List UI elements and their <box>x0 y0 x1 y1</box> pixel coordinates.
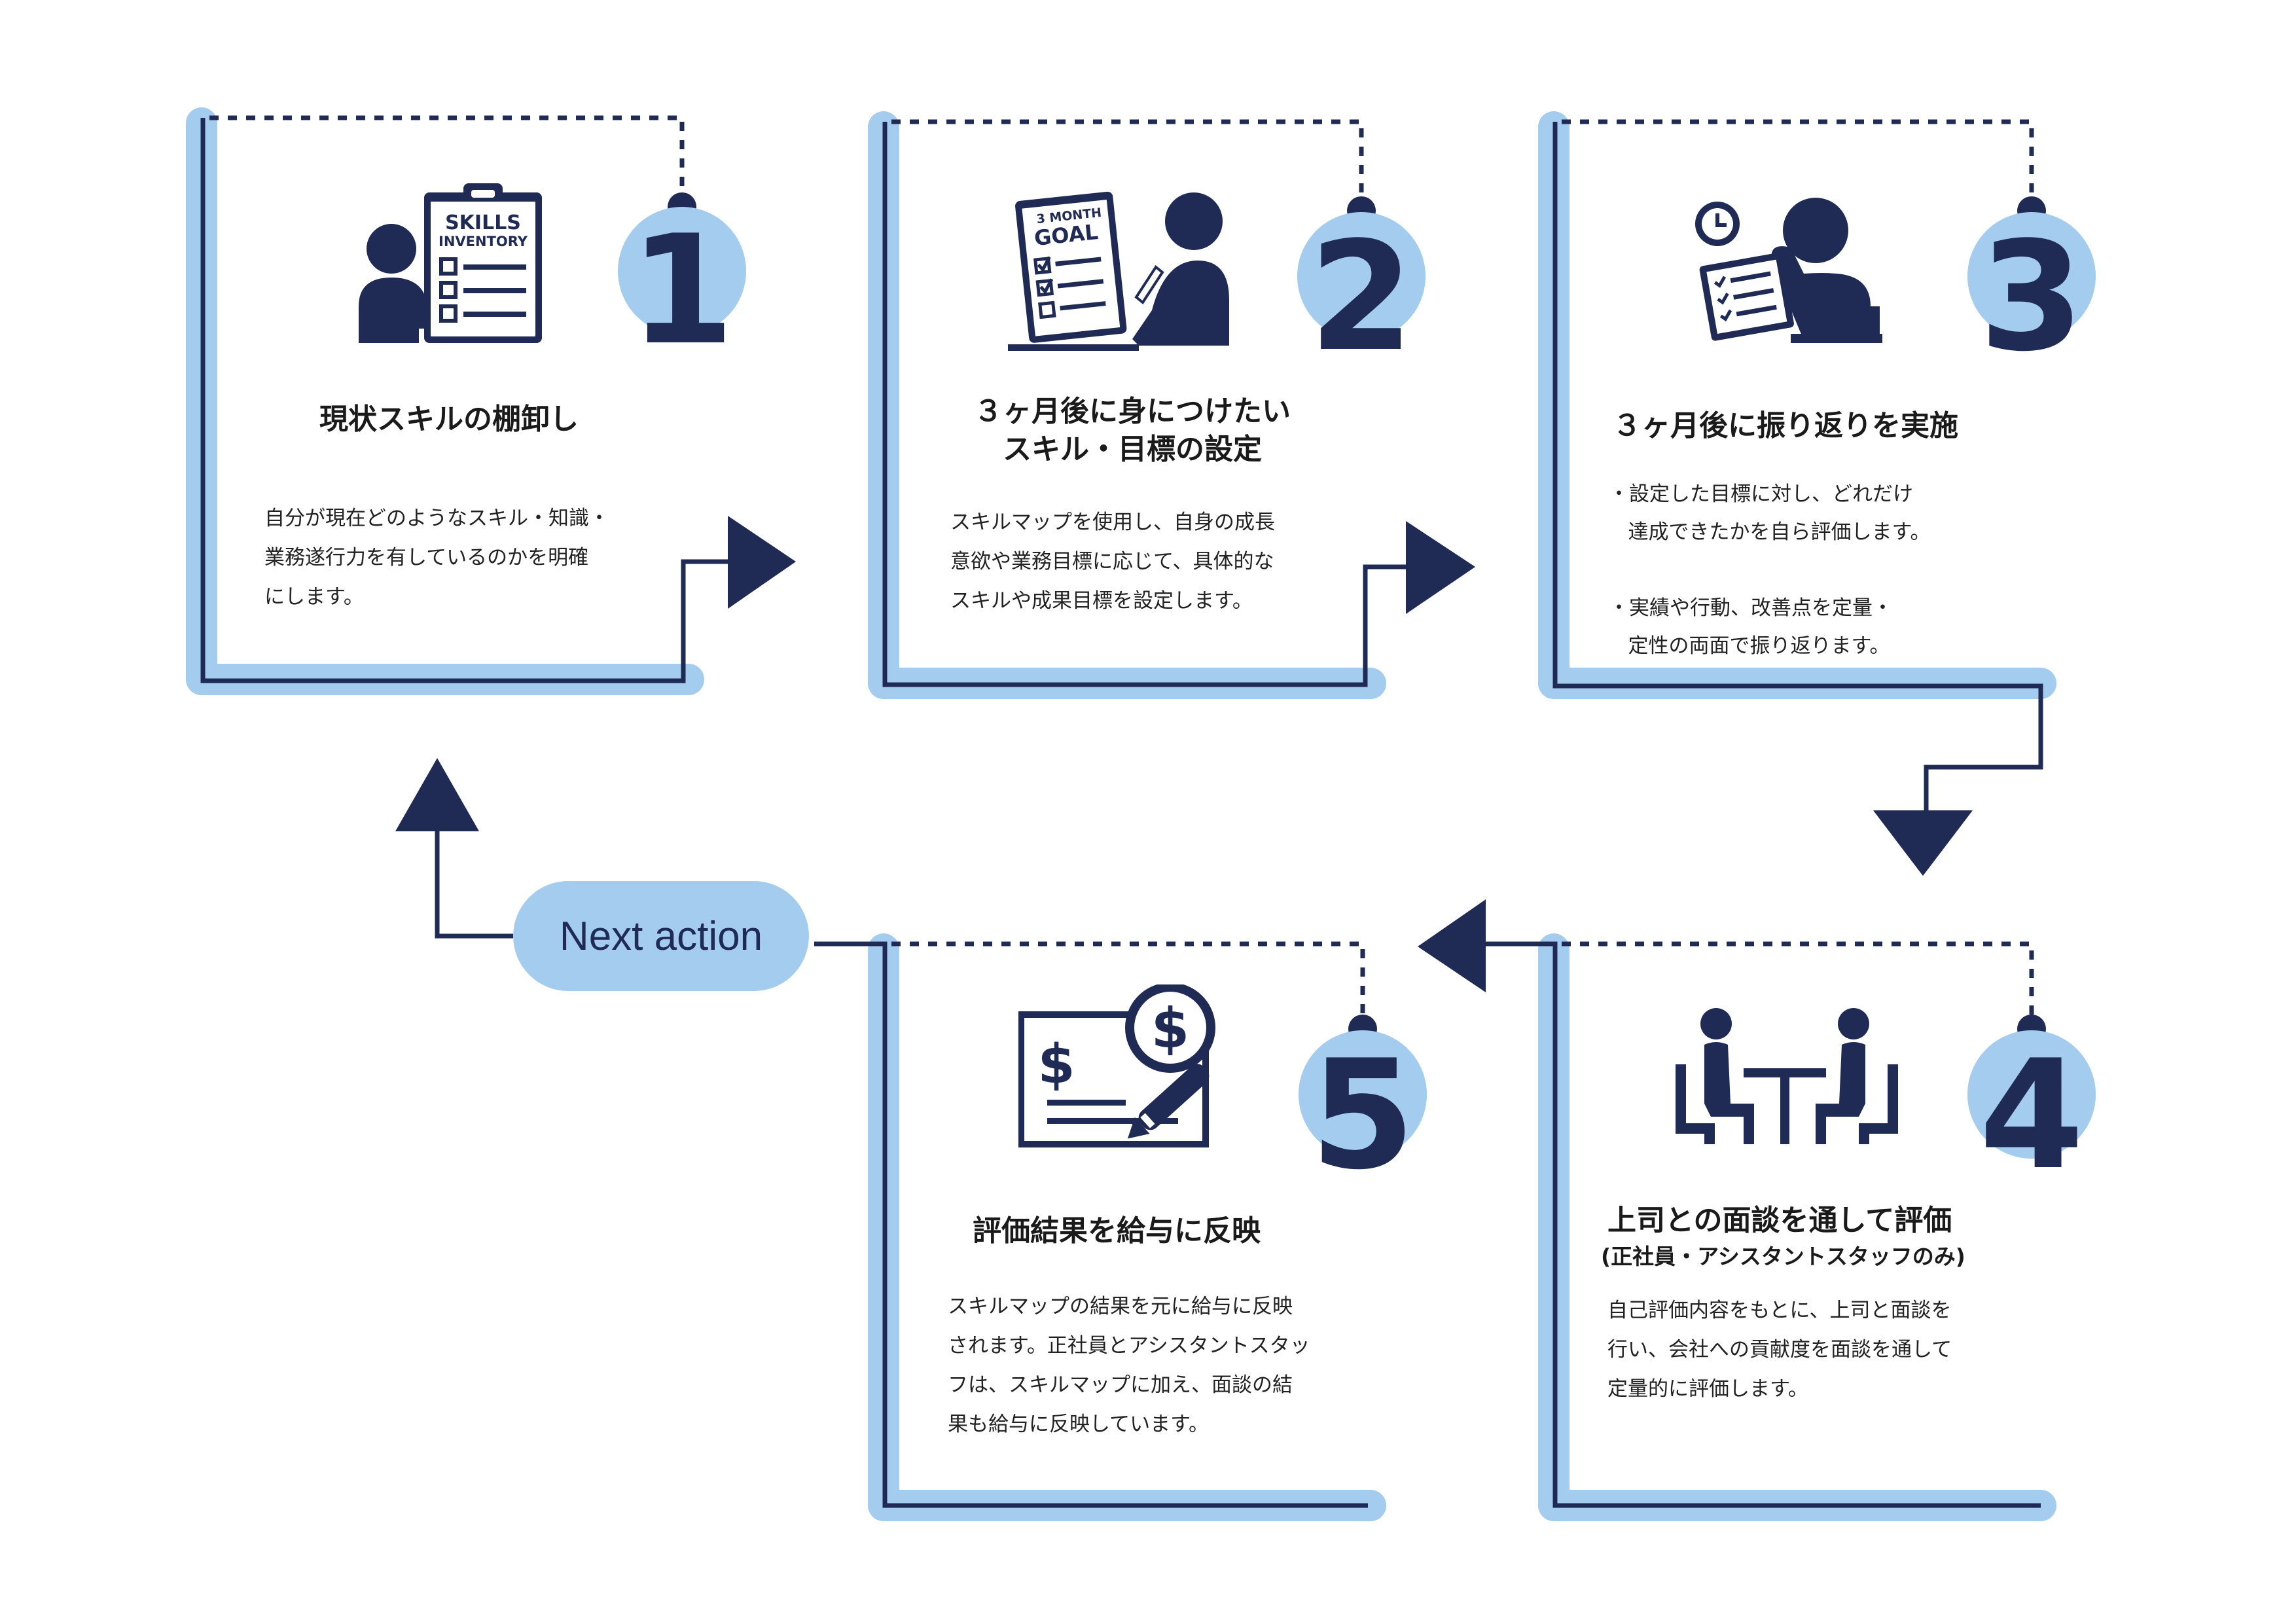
step-5-title: 評価結果を給与に反映 <box>973 1214 1261 1248</box>
next-action-pill: Next action <box>513 881 809 991</box>
step-3-number: 3 <box>1979 210 2085 385</box>
connector-2-to-3 <box>882 122 1427 687</box>
icon-text-skills: SKILLS <box>445 211 521 234</box>
step-1-badge <box>618 207 746 335</box>
arrow-down-3 <box>1873 810 1973 876</box>
skills-inventory-icon: SKILLS INVENTORY <box>359 183 542 343</box>
step-5-badge <box>1299 1030 1427 1159</box>
step-2-badge <box>1297 212 1426 340</box>
step-1-number: 1 <box>629 204 735 378</box>
step-5-number: 5 <box>1310 1028 1416 1203</box>
icon-text-inventory: INVENTORY <box>439 234 528 249</box>
step-2-title: ３ヶ月後に身につけたい スキル・目標の設定 <box>974 395 1291 466</box>
connector-1-to-2 <box>200 118 746 683</box>
svg-text:$: $ <box>1151 996 1189 1060</box>
connector-next-to-1 <box>435 825 513 939</box>
step-1-description: 自分が現在どのようなスキル・知識・ 業務遂行力を有しているのかを明確 にします。 <box>264 507 609 609</box>
step-5-description: スキルマップの結果を元に給与に反映 されます。正社員とアシスタントスタッ フは、… <box>948 1295 1310 1436</box>
connector-5-frame <box>814 941 1368 1508</box>
next-action-label: Next action <box>559 913 763 959</box>
dotted-line-4 <box>1562 941 2034 1022</box>
arrow-up-next <box>395 758 479 831</box>
connector-3-to-4 <box>1552 122 2043 816</box>
step-1-title: 現状スキルの棚卸し <box>319 403 579 436</box>
step-4-badge <box>1967 1030 2096 1159</box>
step-4-subtitle: (正社員・アシスタントスタッフのみ) <box>1601 1244 1965 1269</box>
step-3-title: ３ヶ月後に振り返りを実施 <box>1613 409 1958 442</box>
step-3-badge <box>1967 212 2096 340</box>
arrow-left-4 <box>1418 899 1486 992</box>
arrow-right-2 <box>1406 521 1475 614</box>
step-4-title: 上司との面談を通して評価 <box>1607 1204 1952 1237</box>
dotted-line-3 <box>1562 119 2034 206</box>
step-4-number: 4 <box>1979 1028 2085 1203</box>
review-icon <box>1695 198 1882 343</box>
svg-text:$: $ <box>1037 1034 1075 1096</box>
step-4-description: 自己評価内容をもとに、上司と面談を 行い、会社への貢献度を面談を通して 定量的に… <box>1607 1299 1952 1401</box>
arrow-right-1 <box>728 516 796 609</box>
interview-icon <box>1676 1008 1898 1144</box>
step-3-description: ・設定した目標に対し、どれだけ 達成できたかを自ら評価します。 ・実績や行動、改… <box>1609 482 1931 658</box>
step-2-number: 2 <box>1308 210 1414 385</box>
step-2-description: スキルマップを使用し、自身の成長 意欲や業務目標に応じて、具体的な スキルや成果… <box>950 511 1275 613</box>
month-goal-icon: 3 MONTH GOAL <box>1008 191 1229 351</box>
connector-4-to-5 <box>1479 941 2041 1508</box>
salary-check-icon: $ $ <box>1018 984 1215 1147</box>
